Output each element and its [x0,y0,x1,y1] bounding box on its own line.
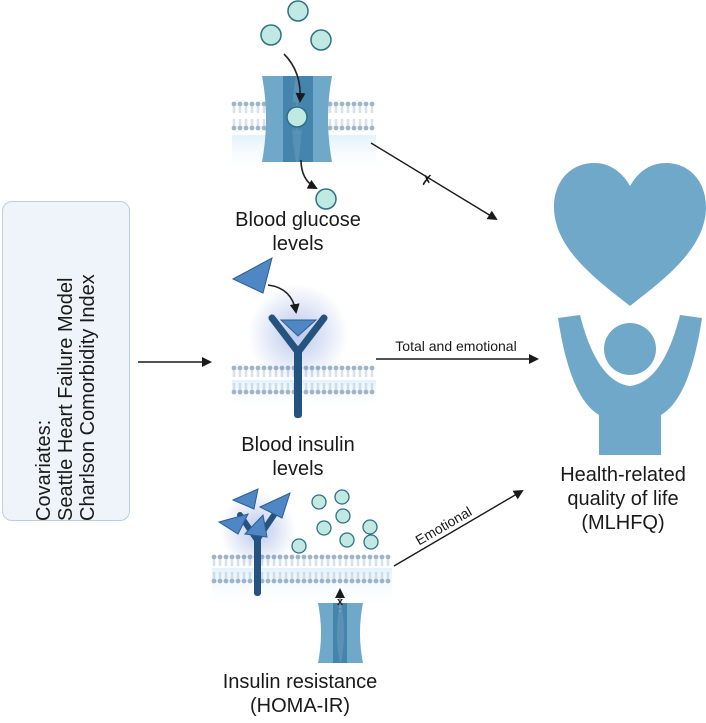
resistance-label-line2: (HOMA-IR) [250,695,350,717]
insulin-label-line1: Blood insulin [241,434,355,456]
covariates-heading: Covariates: [33,419,55,521]
outcome-label: Health-related quality of life (MLHFQ) [540,463,706,535]
covariates-box [2,201,130,521]
no-effect-mark: ✗ [421,172,433,188]
covariates-text: Covariates: Seattle Heart Failure Model … [33,201,99,521]
glucose-molecule-icons [260,0,337,210]
glucose-outcome-arrow [370,142,498,221]
covariate-item-shfm: Seattle Heart Failure Model [55,277,77,521]
outcome-label-line2: quality of life [567,488,679,510]
resistance-label: Insulin resistance (HOMA-IR) [190,670,410,718]
resistance-label-line1: Insulin resistance [222,671,378,693]
closed-glucose-transporter-icon [318,603,363,663]
outcome-label-line3: (MLHFQ) [581,512,665,534]
covariate-item-cci: Charlson Comorbidity Index [77,274,99,521]
insulin-binding-arrow [267,284,300,314]
blocked-transport-mark: x [337,596,344,608]
glucose-entry-arrow [283,53,306,103]
glucose-label: Blood glucose levels [200,208,396,256]
outcome-label-line1: Health-related [560,464,686,486]
insulin-receptor-icon [268,314,328,418]
insulin-label: Blood insulin levels [200,433,396,481]
glucose-label-line2: levels [272,233,324,255]
free-insulin-icon [231,257,273,294]
glucose-exit-arrow [300,159,318,189]
insulin-triangles-icon [217,488,291,538]
resistance-outcome-arrow [393,489,524,567]
cell-membrane-resistance [211,554,392,610]
person-icon [558,315,702,455]
heart-icon [554,163,706,306]
resistance-edge-label: Emotional [413,503,475,548]
glucose-cluster-icons [291,489,379,554]
insulin-label-line2: levels [272,458,324,480]
glucose-label-line1: Blood glucose [235,209,361,231]
bound-insulin-icon [279,319,318,337]
insulin-receptor-small-icon [237,512,277,596]
insulin-edge-label: Total and emotional [395,338,516,354]
